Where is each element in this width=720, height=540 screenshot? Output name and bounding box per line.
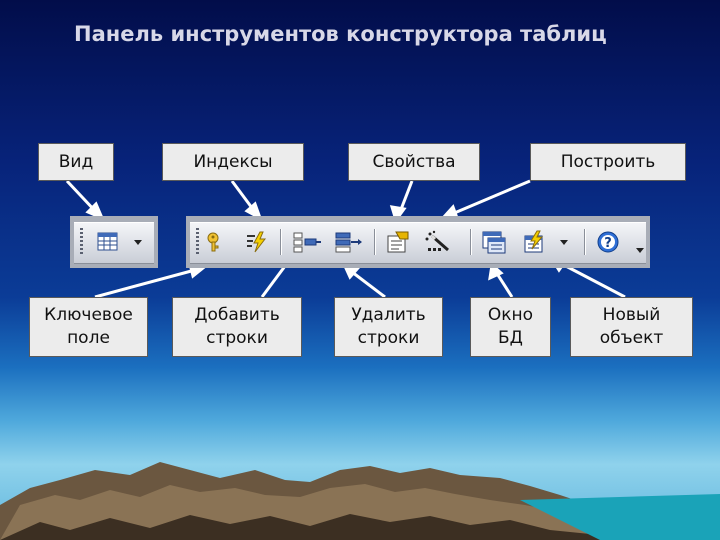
slide-title: Панель инструментов конструктора таблиц [74, 22, 607, 46]
database-window-button[interactable] [482, 230, 506, 254]
toolbar-grip-main[interactable] [196, 228, 199, 256]
indexes-button[interactable] [244, 230, 268, 254]
key-icon [207, 232, 219, 252]
callout-properties: Свойства [348, 143, 480, 181]
callout-insert-rows: Добавить строки [172, 297, 302, 357]
view-button[interactable] [96, 230, 120, 254]
callout-primary-key: Ключевое поле [29, 297, 148, 357]
callout-database-window: Окно БД [470, 297, 551, 357]
toolbar-separator-4 [584, 229, 586, 255]
insert-rows-icon [293, 232, 321, 253]
callout-view: Вид [38, 143, 114, 181]
new-object-dropdown-arrow[interactable] [560, 240, 568, 245]
toolbar-separator [280, 229, 282, 255]
help-button[interactable]: ? [596, 230, 620, 254]
lightning-icon [247, 231, 267, 253]
properties-button[interactable] [386, 230, 410, 254]
view-dropdown-arrow[interactable] [134, 240, 142, 245]
new-object-icon [524, 230, 544, 253]
primary-key-button[interactable] [204, 230, 228, 254]
mountain-dark [0, 514, 640, 540]
callout-indexes: Индексы [162, 143, 304, 181]
delete-rows-icon [335, 232, 362, 253]
toolbar-options-arrow[interactable] [636, 248, 644, 253]
sea [520, 494, 720, 540]
build-button[interactable] [424, 230, 449, 254]
toolbar-grip[interactable] [80, 228, 83, 256]
properties-hand-icon [387, 231, 409, 253]
toolbar-separator-2 [374, 229, 376, 255]
callout-new-object: Новый объект [570, 297, 693, 357]
svg-text:?: ? [604, 236, 612, 251]
table-grid-icon [97, 232, 118, 251]
magic-wand-icon [425, 230, 449, 252]
delete-rows-button[interactable] [334, 230, 362, 254]
help-icon: ? [597, 231, 619, 253]
new-object-button[interactable] [522, 230, 546, 254]
toolbar-main [190, 222, 646, 264]
database-window-icon [482, 231, 506, 254]
callout-delete-rows: Удалить строки [334, 297, 443, 357]
insert-rows-button[interactable] [292, 230, 321, 254]
callout-build: Построить [530, 143, 686, 181]
toolbar-separator-3 [470, 229, 472, 255]
